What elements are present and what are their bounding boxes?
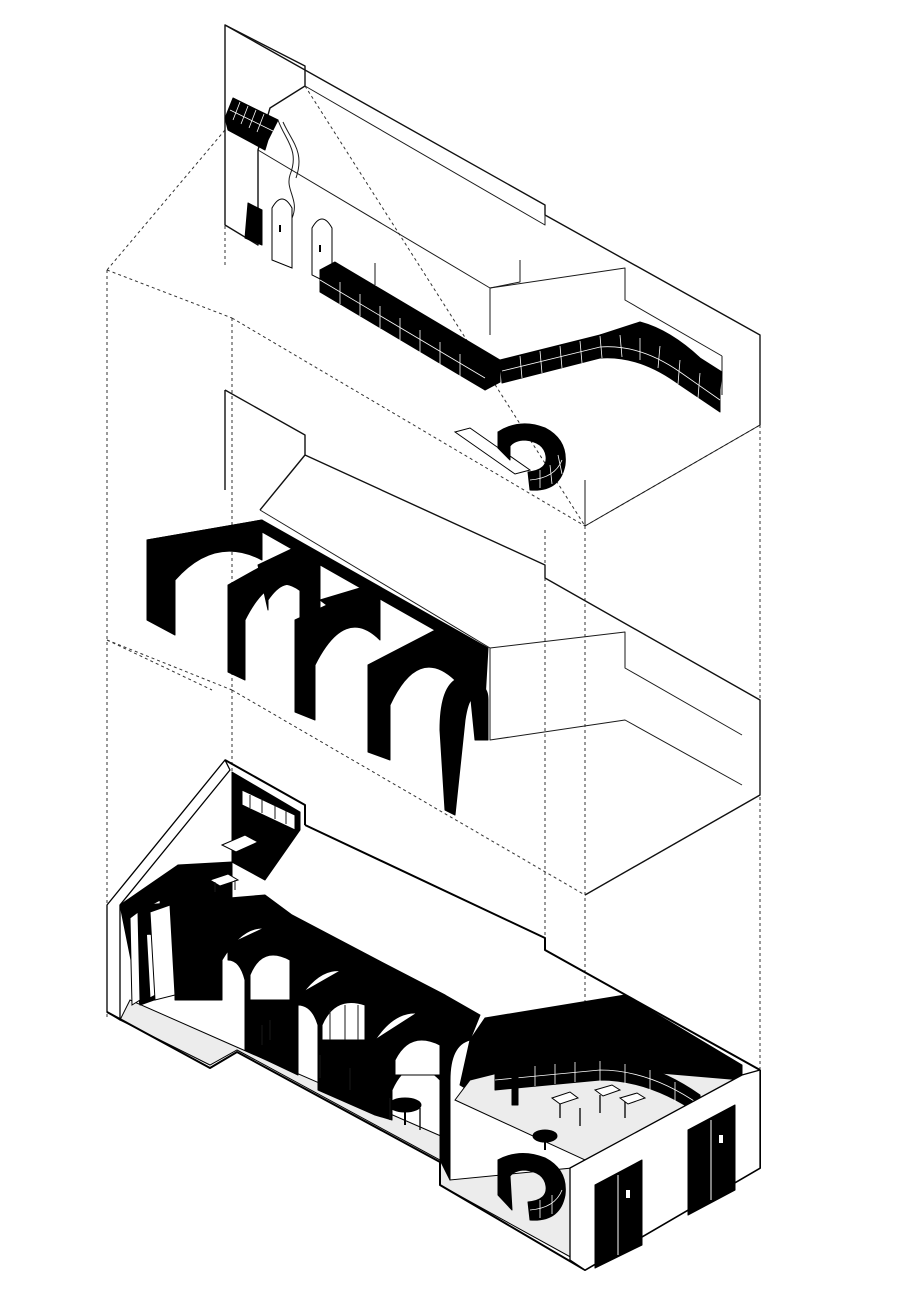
ground-stove-pipe [511,1044,519,1106]
upper-layer [224,24,761,527]
ground-bar-room [454,994,744,1221]
middle-arch-frames [146,519,489,816]
middle-side-wall [224,389,306,511]
middle-back-wall [304,454,761,896]
upper-cabinet-row [319,261,501,391]
middle-layer [146,389,761,896]
upper-tiled-bench [224,97,279,246]
ground-back-room-chairs [208,834,260,892]
projection-lines [106,85,761,1070]
ground-bar-counter [497,1153,566,1221]
upper-arched-doors [271,198,333,286]
ground-front-wall [569,1069,761,1271]
ground-layer [106,759,761,1271]
upper-curved-bar-counter [453,423,566,491]
ground-tables-and-chairs [260,1020,647,1130]
ground-arched-bays [144,894,481,1181]
ground-back-wall-top [304,824,761,1071]
upper-curved-tiled-bench [499,321,723,413]
